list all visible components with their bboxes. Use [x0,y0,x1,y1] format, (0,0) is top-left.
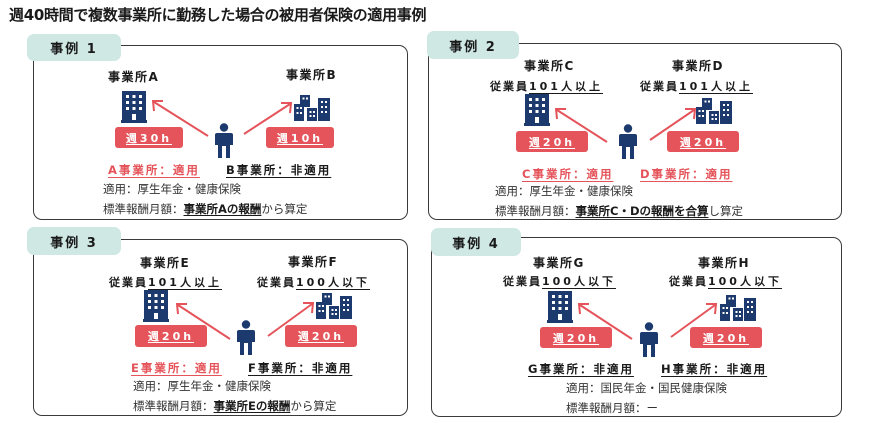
red-arrow-right-icon [648,106,698,142]
single-tall-building-icon [143,290,169,322]
result-left: C事業所：適用 [522,167,614,181]
office-name-right: 事業所H [698,256,751,270]
single-tall-building-icon [121,91,147,123]
red-arrow-right-icon [669,301,719,339]
employee-count-left: 従業員101人以上 [109,276,222,289]
result-left: G事業所：非適用 [528,362,634,376]
case-frame [431,237,842,417]
result-right: F事業所：非適用 [248,361,353,375]
coverage-note: 適用：厚生年金・健康保険 [495,184,633,198]
multi-building-cluster-icon [316,293,352,319]
coverage-note: 適用：厚生年金・健康保険 [133,379,271,393]
office-name-left: 事業所G [533,256,585,270]
person-icon [618,124,638,159]
employee-count-right: 従業員101人以上 [640,80,753,93]
case-frame [33,239,408,416]
office-name-right: 事業所B [286,68,338,82]
case-tab-label: 事例 1 [27,34,121,61]
hours-badge-left: 週30h [115,127,183,148]
red-arrow-left-icon [174,301,232,341]
office-name-right: 事業所D [672,59,724,73]
red-arrow-left-icon [150,98,210,138]
result-right: D事業所：適用 [640,167,733,181]
case-tab-label: 事例 2 [427,31,519,59]
case-tab-label: 事例 3 [27,227,121,255]
case-frame [428,43,842,220]
hours-badge-right: 週10h [266,127,334,148]
person-icon [214,123,234,158]
page-title: 週40時間で複数事業所に勤務した場合の被用者保険の適用事例 [9,6,427,24]
case-frame [33,45,408,220]
employee-count-left: 従業員101人以上 [490,80,603,93]
single-tall-building-icon [547,291,573,323]
employee-count-left: 従業員100人以下 [503,275,616,288]
case-tab-label: 事例 4 [431,228,521,256]
multi-building-cluster-icon [696,98,732,124]
multi-building-cluster-icon [294,95,330,121]
result-right: B事業所：非適用 [226,163,332,177]
office-name-left: 事業所A [108,70,160,84]
person-icon [639,322,659,357]
standard-remuneration-note: 標準報酬月額：ー [566,401,658,415]
person-icon [236,320,256,355]
hours-badge-right: 週20h [667,131,739,152]
result-right: H事業所：非適用 [661,362,768,376]
result-left: A事業所：適用 [108,163,200,177]
hours-badge-right: 週20h [690,327,762,348]
employee-count-right: 従業員100人以下 [669,275,782,288]
hours-badge-left: 週20h [540,327,612,348]
red-arrow-left-icon [553,106,609,144]
hours-badge-left: 週20h [516,131,588,152]
red-arrow-right-icon [266,300,316,338]
result-left: E事業所：適用 [131,361,222,375]
multi-building-cluster-icon [720,295,756,321]
standard-remuneration-note: 標準報酬月額：事業所Aの報酬から算定 [103,202,308,216]
single-tall-building-icon [524,94,550,126]
employee-count-right: 従業員100人以下 [257,276,370,289]
red-arrow-left-icon [576,301,634,341]
coverage-note: 適用：厚生年金・健康保険 [103,182,241,196]
office-name-right: 事業所F [288,255,339,269]
office-name-left: 事業所E [140,256,191,270]
coverage-note: 適用：国民年金・国民健康保険 [566,381,727,395]
standard-remuneration-note: 標準報酬月額：事業所C・Dの報酬を合算し算定 [495,204,743,218]
office-name-left: 事業所C [524,59,575,73]
hours-badge-left: 週20h [135,325,207,347]
red-arrow-right-icon [242,100,294,136]
hours-badge-right: 週20h [285,325,357,347]
standard-remuneration-note: 標準報酬月額：事業所Eの報酬から算定 [133,399,337,413]
